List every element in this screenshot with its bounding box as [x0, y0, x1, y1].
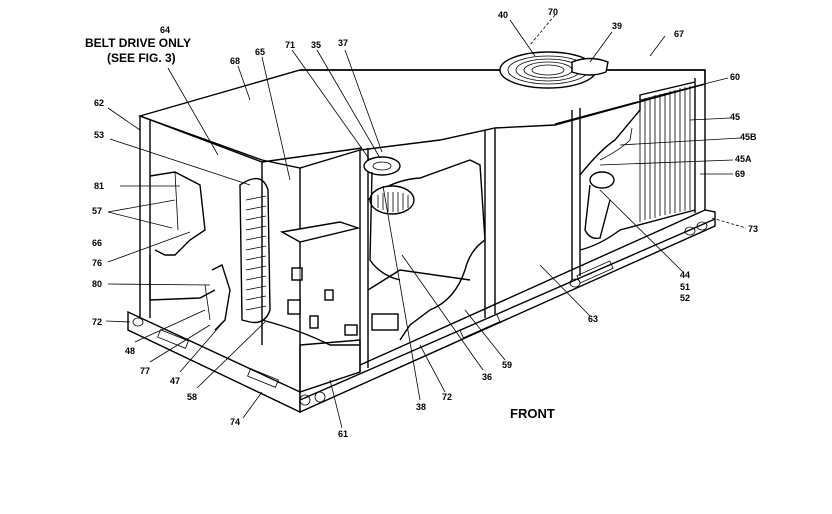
callout-70: 70 — [548, 7, 558, 17]
condenser-fan — [499, 51, 609, 89]
callout-71: 71 — [285, 40, 295, 50]
callout-73: 73 — [748, 224, 758, 234]
callout-58: 58 — [187, 392, 197, 402]
callout-36: 36 — [482, 372, 492, 382]
callout-65: 65 — [255, 47, 265, 57]
callout-37: 37 — [338, 38, 348, 48]
callout-38: 38 — [416, 402, 426, 412]
callout-labels: 64 BELT DRIVE ONLY (SEE FIG. 3) 40 70 39… — [85, 7, 758, 439]
callout-69: 69 — [735, 169, 745, 179]
condenser-coil — [584, 86, 691, 240]
filter-access — [149, 171, 360, 346]
callout-59: 59 — [502, 360, 512, 370]
see-fig-note: (SEE FIG. 3) — [107, 51, 176, 65]
callout-35: 35 — [311, 40, 321, 50]
callout-60: 60 — [730, 72, 740, 82]
belt-drive-note: BELT DRIVE ONLY — [85, 36, 191, 50]
callout-45b: 45B — [740, 132, 757, 142]
callout-44: 44 — [680, 270, 690, 280]
callout-72-bottom: 72 — [442, 392, 452, 402]
callout-45: 45 — [730, 112, 740, 122]
callout-77: 77 — [140, 366, 150, 376]
leader-lines — [105, 14, 747, 429]
callout-62: 62 — [94, 98, 104, 108]
callout-72-left: 72 — [92, 317, 102, 327]
callout-61: 61 — [338, 429, 348, 439]
callout-66: 66 — [92, 238, 102, 248]
blower-assembly — [363, 156, 415, 281]
callout-64: 64 — [160, 25, 170, 35]
callout-76: 76 — [92, 258, 102, 268]
front-label: FRONT — [510, 406, 555, 421]
unit-body — [127, 69, 716, 414]
callout-48: 48 — [125, 346, 135, 356]
control-box — [279, 221, 399, 336]
callout-45a: 45A — [735, 154, 752, 164]
callout-81: 81 — [94, 181, 104, 191]
callout-47: 47 — [170, 376, 180, 386]
callout-57: 57 — [92, 206, 102, 216]
callout-53: 53 — [94, 130, 104, 140]
callout-74: 74 — [230, 417, 240, 427]
callout-80: 80 — [92, 279, 102, 289]
callout-67: 67 — [674, 29, 684, 39]
callout-68: 68 — [230, 56, 240, 66]
callout-39: 39 — [612, 21, 622, 31]
callout-52: 52 — [680, 293, 690, 303]
callout-51: 51 — [680, 282, 690, 292]
callout-63: 63 — [588, 314, 598, 324]
front-panels — [299, 81, 696, 393]
callout-40: 40 — [498, 10, 508, 20]
